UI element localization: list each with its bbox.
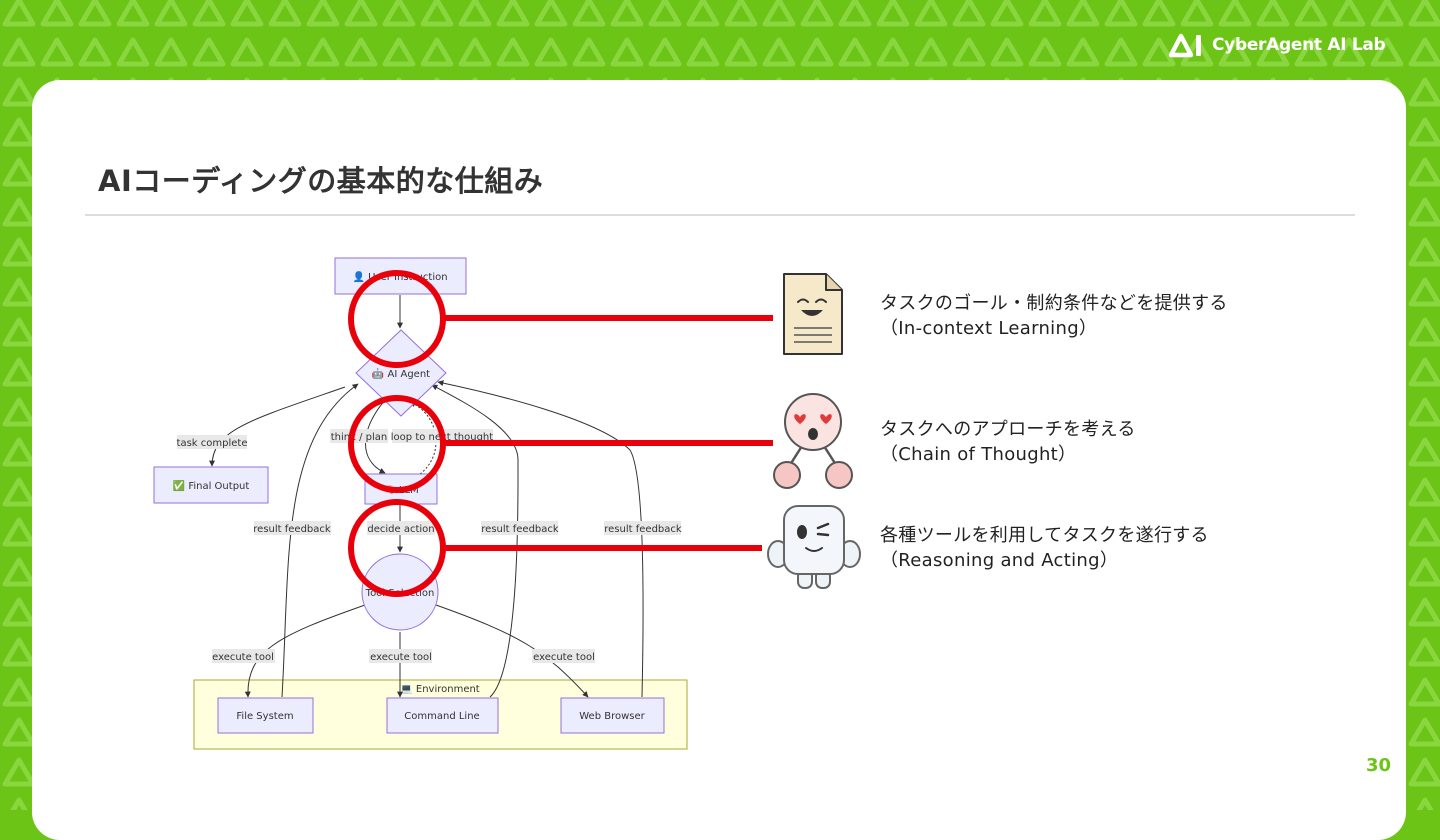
node-ai-agent: 🤖 AI Agent [355,329,447,417]
heart-eyes-character-icon [773,393,853,489]
slide-title: AIコーディングの基本的な仕組み [98,164,544,198]
environment-label: 💻 Environment [400,684,480,695]
ai-logo-icon [1168,33,1201,58]
annotation-2-line2: （Chain of Thought） [880,444,1077,465]
annotation-chain-of-thought: タスクへのアプローチを考える （Chain of Thought） [880,417,1136,467]
annotation-in-context-learning: タスクのゴール・制約条件などを提供する （In-context Learning… [880,291,1228,341]
edge-tool-to-filesystem [244,604,366,698]
title-divider [85,214,1355,216]
label-result-feedback-1: result feedback [253,524,331,535]
label-execute-tool-3: execute tool [533,652,595,663]
brand-logo: CyberAgent AI Lab [1168,30,1386,60]
node-web-browser: Web Browser [560,697,665,734]
edge-agent-to-output [209,386,346,467]
label-decide-action: decide action [367,524,434,535]
label-task-complete: task complete [177,438,248,449]
node-file-system: File System [217,697,314,734]
cube-robot-character-icon [767,505,861,589]
node-final-output-label: ✅ Final Output [173,479,250,492]
logo-text: CyberAgent AI Lab [1212,35,1386,55]
annotation-3-line1: 各種ツールを利用してタスクを遂行する [880,525,1209,546]
flowchart-diagram: 💻 Environment 👤 User Instruction 🤖 AI Ag… [153,257,773,750]
node-web-browser-label: Web Browser [579,711,645,722]
flow-edges [209,295,644,698]
label-execute-tool-1: execute tool [212,652,274,663]
node-command-line: Command Line [386,697,499,734]
document-character-icon [783,273,843,355]
edge-tool-to-webbrowser [435,604,589,698]
node-ai-agent-label: 🤖 AI Agent [372,367,430,380]
node-command-line-label: Command Line [404,711,479,722]
node-final-output: ✅ Final Output [153,466,269,504]
edge-filesystem-feedback [281,383,359,698]
label-result-feedback-2: result feedback [481,524,559,535]
annotation-1-line2: （In-context Learning） [880,318,1098,339]
annotation-reasoning-acting: 各種ツールを利用してタスクを遂行する （Reasoning and Acting… [880,523,1209,573]
edge-llm-loop [409,401,437,475]
label-execute-tool-2: execute tool [370,652,432,663]
node-file-system-label: File System [236,711,293,722]
edge-webbrowser-feedback [437,380,644,698]
label-result-feedback-3: result feedback [604,524,682,535]
edge-labels: task complete think / plan loop to next … [177,429,682,663]
edge-commandline-feedback [431,384,519,698]
annotation-3-line2: （Reasoning and Acting） [880,550,1119,571]
annotation-1-line1: タスクのゴール・制約条件などを提供する [880,293,1228,314]
page-number: 30 [1366,755,1392,776]
highlight-overlays [348,270,773,597]
annotation-2-line1: タスクへのアプローチを考える [880,419,1136,440]
label-think-plan: think / plan [331,432,387,443]
